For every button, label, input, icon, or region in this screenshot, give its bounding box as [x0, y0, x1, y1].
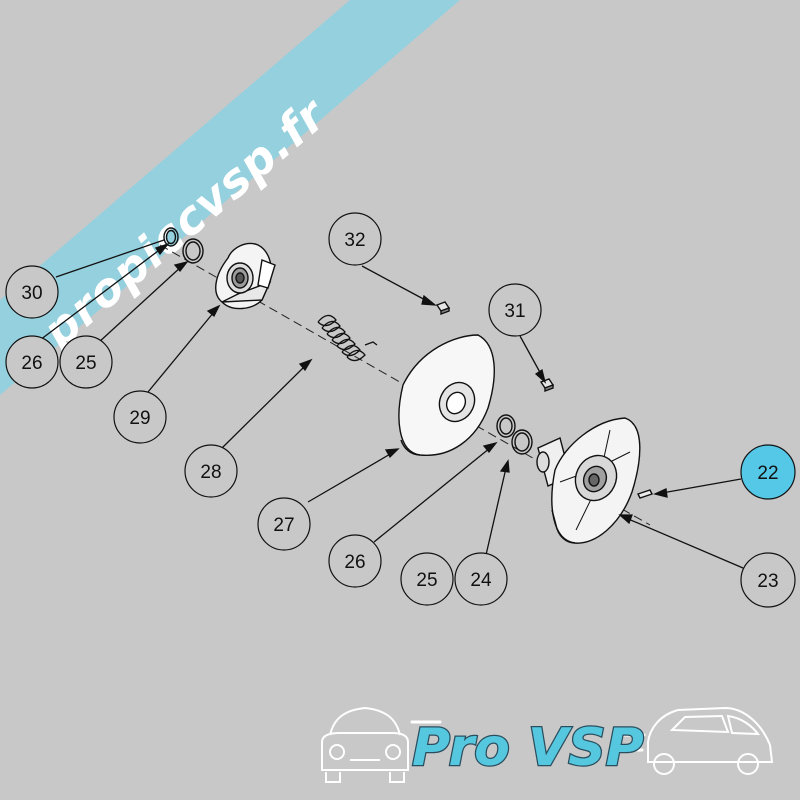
callout-30-label: 30	[21, 283, 42, 304]
arrowhead-22	[653, 488, 668, 498]
part-22-pin	[637, 489, 653, 499]
car-front-icon	[321, 706, 409, 783]
arrowhead-26a	[154, 242, 170, 256]
part-28-spring	[317, 314, 378, 362]
callout-29[interactable]: 29	[113, 390, 167, 444]
callouts: 30 26 25 29 28 32 27 31	[5, 212, 796, 608]
leader-22	[661, 478, 742, 494]
callout-23[interactable]: 23	[740, 552, 796, 608]
arrowhead-31	[534, 368, 547, 384]
part-29-ramp-plate	[215, 242, 276, 310]
part-24-washer	[511, 429, 533, 455]
leader-lines	[39, 239, 744, 569]
callout-28-label: 28	[200, 462, 221, 483]
arrowhead-24	[499, 459, 510, 473]
watermark-text: propiccvsp.fr	[31, 86, 338, 359]
callout-26b-label: 26	[344, 552, 365, 573]
callout-23-label: 23	[757, 571, 778, 592]
callout-24-label: 24	[470, 570, 492, 591]
arrowhead-29	[206, 304, 221, 318]
car-side-icon	[647, 706, 774, 775]
leader-31	[519, 335, 543, 377]
callout-29-label: 29	[129, 408, 150, 429]
callout-25b[interactable]: 25	[400, 552, 454, 606]
arrowhead-27	[384, 448, 400, 459]
arrowhead-25a	[173, 260, 189, 273]
leader-32	[361, 265, 430, 303]
leader-23	[625, 517, 744, 569]
watermark-band	[0, 0, 460, 395]
arrowhead-23	[618, 514, 633, 525]
logo-text: Pro VSP	[412, 718, 644, 778]
callout-26a[interactable]: 26	[5, 335, 59, 389]
callout-22-label: 22	[757, 463, 778, 484]
part-23-pulley	[536, 417, 641, 544]
arrowhead-32	[421, 294, 438, 306]
callout-32-label: 32	[344, 230, 365, 251]
callout-30[interactable]: 30	[5, 265, 59, 319]
leader-26b	[373, 447, 491, 543]
callout-24[interactable]: 24	[454, 552, 508, 606]
leader-28	[221, 364, 307, 449]
callout-31[interactable]: 31	[488, 283, 542, 337]
part-30-circlip	[163, 227, 179, 247]
watermark: propiccvsp.fr	[0, 0, 460, 395]
speed-lines	[410, 720, 646, 752]
leader-24	[485, 467, 507, 556]
callout-26b[interactable]: 26	[328, 534, 382, 588]
parts	[163, 227, 653, 544]
logo: Pro VSP	[321, 706, 774, 783]
leader-26a	[39, 247, 163, 341]
callout-27-label: 27	[273, 515, 294, 536]
part-25-washer	[182, 238, 204, 264]
part-32-key	[435, 301, 451, 316]
callout-31-label: 31	[504, 301, 525, 322]
callout-28[interactable]: 28	[184, 444, 238, 498]
callout-25b-label: 25	[416, 570, 437, 591]
leader-25a	[97, 265, 183, 344]
callout-22[interactable]: 22	[740, 444, 796, 500]
part-26-ring	[496, 414, 516, 438]
part-27-disc	[398, 334, 495, 456]
leader-27	[307, 452, 393, 503]
callout-27[interactable]: 27	[257, 497, 311, 551]
callout-25a[interactable]: 25	[59, 335, 113, 389]
callout-32[interactable]: 32	[328, 212, 382, 266]
callout-25a-label: 25	[75, 353, 96, 374]
arrowhead-28	[298, 358, 313, 372]
leader-30	[55, 239, 165, 278]
leader-29	[147, 311, 215, 393]
callout-26a-label: 26	[21, 353, 42, 374]
arrowhead-26b	[482, 441, 498, 454]
